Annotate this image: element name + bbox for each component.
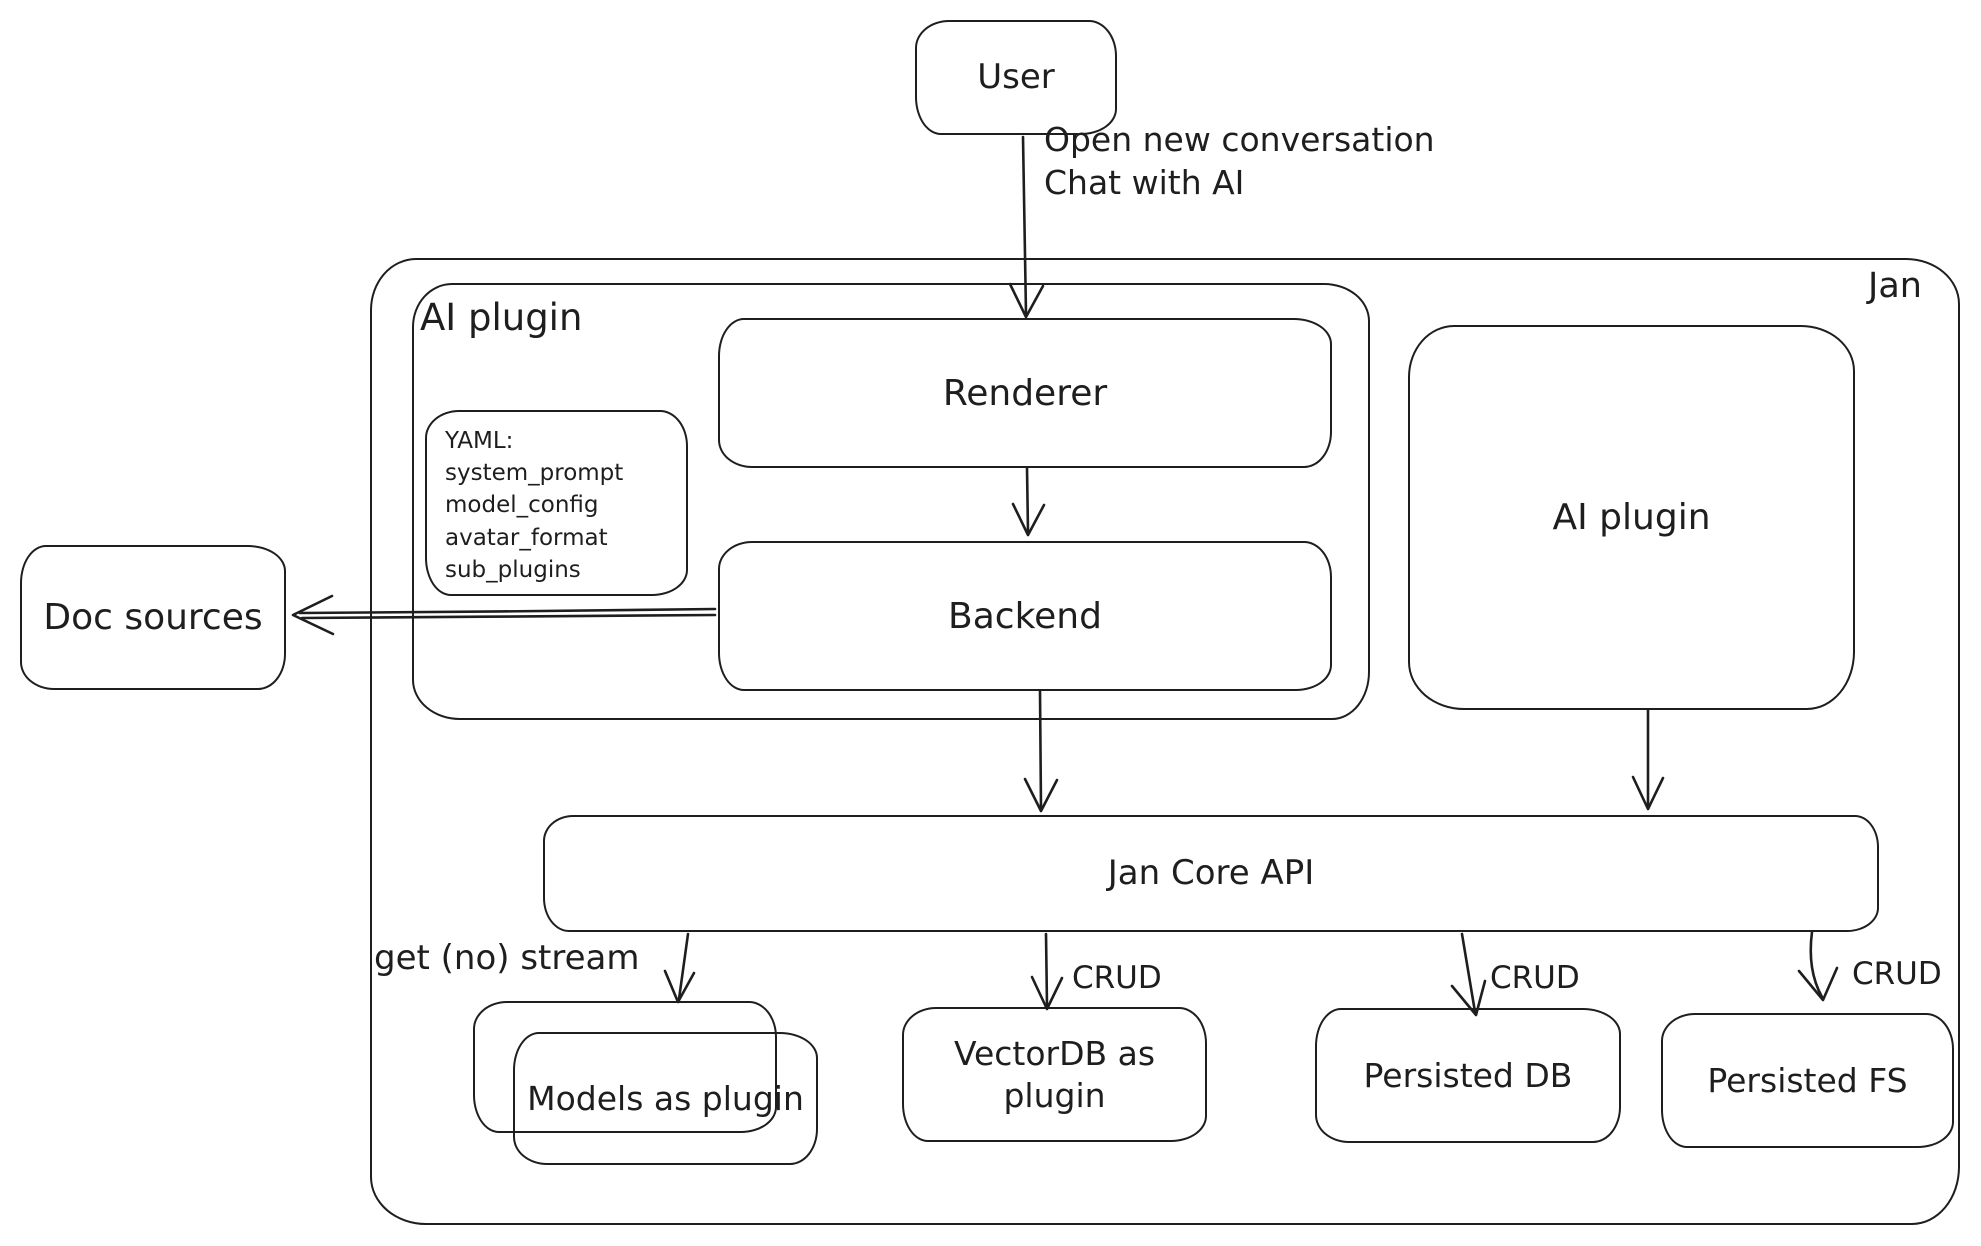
edge-label-open-new-conversation: Open new conversation xyxy=(1044,120,1435,159)
node-renderer: Renderer xyxy=(718,318,1332,468)
arrow-backend-to-jan-core-api xyxy=(1023,689,1059,813)
backend-label: Backend xyxy=(948,595,1102,637)
node-persisted-db: Persisted DB xyxy=(1315,1008,1621,1143)
edge-label-crud-persisted-fs: CRUD xyxy=(1852,956,1942,992)
node-backend: Backend xyxy=(718,541,1332,691)
user-label: User xyxy=(977,57,1055,98)
edge-label-get-no-stream: get (no) stream xyxy=(374,938,640,978)
renderer-label: Renderer xyxy=(942,372,1108,414)
yaml-note-line: system_prompt xyxy=(445,460,624,487)
node-models-as-plugin-back xyxy=(473,1001,777,1133)
edge-label-crud-vectordb: CRUD xyxy=(1072,960,1162,996)
node-persisted-fs: Persisted FS xyxy=(1661,1013,1954,1148)
node-yaml-note: YAML: system_prompt model_config avatar_… xyxy=(425,410,688,596)
ai-plugin-right-label: AI plugin xyxy=(1552,497,1711,538)
jan-core-api-label: Jan Core API xyxy=(1107,853,1315,894)
ai-plugin-group-label: AI plugin xyxy=(420,296,583,339)
models-as-plugin-label: Models as plugin xyxy=(527,1078,804,1118)
yaml-note-line: avatar_format xyxy=(445,524,608,551)
arrow-jan-core-api-to-vectordb xyxy=(1030,932,1064,1011)
yaml-note-line: model_config xyxy=(445,492,599,519)
edge-label-chat-with-ai: Chat with AI xyxy=(1044,163,1245,202)
node-vectordb-as-plugin: VectorDB as plugin xyxy=(902,1007,1207,1142)
node-jan-container xyxy=(370,258,1960,1225)
node-doc-sources: Doc sources xyxy=(20,545,286,690)
arrow-jan-core-api-to-models xyxy=(663,932,696,1004)
node-ai-plugin-right: AI plugin xyxy=(1408,325,1855,710)
jan-container-label: Jan xyxy=(1868,266,1922,306)
doc-sources-label: Doc sources xyxy=(43,597,263,638)
arrow-ai-plugin-right-to-jan-core-api xyxy=(1631,708,1665,811)
persisted-db-label: Persisted DB xyxy=(1363,1055,1573,1095)
yaml-note-line: YAML: xyxy=(445,428,514,454)
node-user: User xyxy=(915,20,1117,135)
arrow-backend-to-doc-sources xyxy=(291,594,717,636)
arrow-renderer-to-backend xyxy=(1011,466,1046,537)
vectordb-as-plugin-label: VectorDB as plugin xyxy=(953,1034,1156,1115)
node-ai-plugin-group xyxy=(412,283,1370,720)
edge-label-crud-persisted-db: CRUD xyxy=(1490,960,1580,996)
node-jan-core-api: Jan Core API xyxy=(543,815,1879,932)
arrow-jan-core-api-to-persisted-db xyxy=(1450,932,1487,1017)
yaml-note-line: sub_plugins xyxy=(445,556,581,583)
persisted-fs-label: Persisted FS xyxy=(1707,1060,1908,1100)
arrow-user-to-renderer xyxy=(1008,135,1045,319)
yaml-note-text: YAML: system_prompt model_config avatar_… xyxy=(445,425,623,586)
node-models-as-plugin: Models as plugin xyxy=(513,1032,818,1165)
arrow-jan-core-api-to-persisted-fs xyxy=(1797,930,1839,1002)
